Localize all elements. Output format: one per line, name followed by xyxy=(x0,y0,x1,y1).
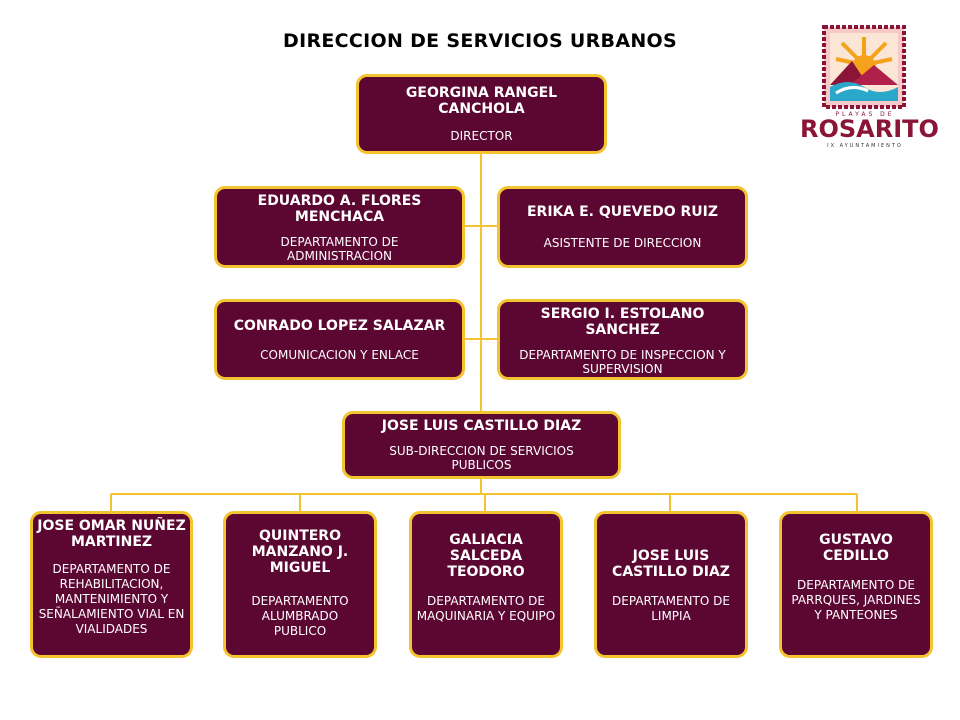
node-name: ERIKA E. QUEVEDO RUIZ xyxy=(526,204,718,220)
rosarito-logo xyxy=(822,25,906,109)
node-limpia: JOSE LUIS CASTILLO DIAZ DEPARTAMENTO DE … xyxy=(594,511,748,658)
node-parques: GUSTAVO CEDILLO DEPARTAMENTO DE PARRQUES… xyxy=(779,511,933,658)
node-role: COMUNICACION Y ENLACE xyxy=(260,347,419,362)
node-subdireccion: JOSE LUIS CASTILLO DIAZ SUB-DIRECCION DE… xyxy=(342,411,621,479)
node-role: DIRECTOR xyxy=(450,129,513,143)
node-name: EDUARDO A. FLORES MENCHACA xyxy=(257,193,422,225)
node-name: JOSE LUIS CASTILLO DIAZ xyxy=(381,418,582,434)
node-role: DEPARTAMENTO DE MAQUINARIA Y EQUIPO xyxy=(416,594,556,623)
node-name: JOSE LUIS CASTILLO DIAZ xyxy=(612,548,730,580)
node-alumbrado: QUINTERO MANZANO J. MIGUEL DEPARTAMENTO … xyxy=(223,511,377,658)
node-role: DEPARTAMENTO DE LIMPIA xyxy=(612,594,730,623)
node-comunicacion: CONRADO LOPEZ SALAZAR COMUNICACION Y ENL… xyxy=(214,299,465,380)
chart-title: DIRECCION DE SERVICIOS URBANOS xyxy=(283,30,677,52)
node-maquinaria: GALIACIA SALCEDA TEODORO DEPARTAMENTO DE… xyxy=(409,511,563,658)
logo-sub-text: IX AYUNTAMIENTO xyxy=(827,143,903,149)
node-role: DEPARTAMENTO DE PARRQUES, JARDINES Y PAN… xyxy=(791,578,921,622)
node-director: GEORGINA RANGEL CANCHOLA DIRECTOR xyxy=(356,74,607,154)
node-name: QUINTERO MANZANO J. MIGUEL xyxy=(251,528,349,576)
logo-name: ROSARITO xyxy=(800,115,939,143)
node-asistente: ERIKA E. QUEVEDO RUIZ ASISTENTE DE DIREC… xyxy=(497,186,748,268)
node-role: ASISTENTE DE DIRECCION xyxy=(543,236,702,250)
node-role: DEPARTAMENTO ALUMBRADO PUBLICO xyxy=(251,594,349,638)
node-rehabilitacion: JOSE OMAR NUÑEZ MARTINEZ DEPARTAMENTO DE… xyxy=(30,511,193,658)
node-admin: EDUARDO A. FLORES MENCHACA DEPARTAMENTO … xyxy=(214,186,465,268)
node-inspeccion: SERGIO I. ESTOLANO SANCHEZ DEPARTAMENTO … xyxy=(497,299,748,380)
node-role: SUB-DIRECCION DE SERVICIOS PUBLICOS xyxy=(389,444,574,472)
node-name: JOSE OMAR NUÑEZ MARTINEZ xyxy=(37,518,186,550)
node-name: GUSTAVO CEDILLO xyxy=(819,532,893,564)
node-name: SERGIO I. ESTOLANO SANCHEZ xyxy=(540,306,705,338)
logo-top-text: PLAYAS DE xyxy=(835,111,895,118)
node-role: DEPARTAMENTO DE REHABILITACION, MANTENIM… xyxy=(38,562,185,636)
node-name: GALIACIA SALCEDA TEODORO xyxy=(447,532,525,580)
node-name: GEORGINA RANGEL CANCHOLA xyxy=(405,85,558,117)
node-role: DEPARTAMENTO DE ADMINISTRACION xyxy=(280,235,399,263)
node-role: DEPARTAMENTO DE INSPECCION Y SUPERVISION xyxy=(519,348,726,376)
node-name: CONRADO LOPEZ SALAZAR xyxy=(233,317,446,334)
